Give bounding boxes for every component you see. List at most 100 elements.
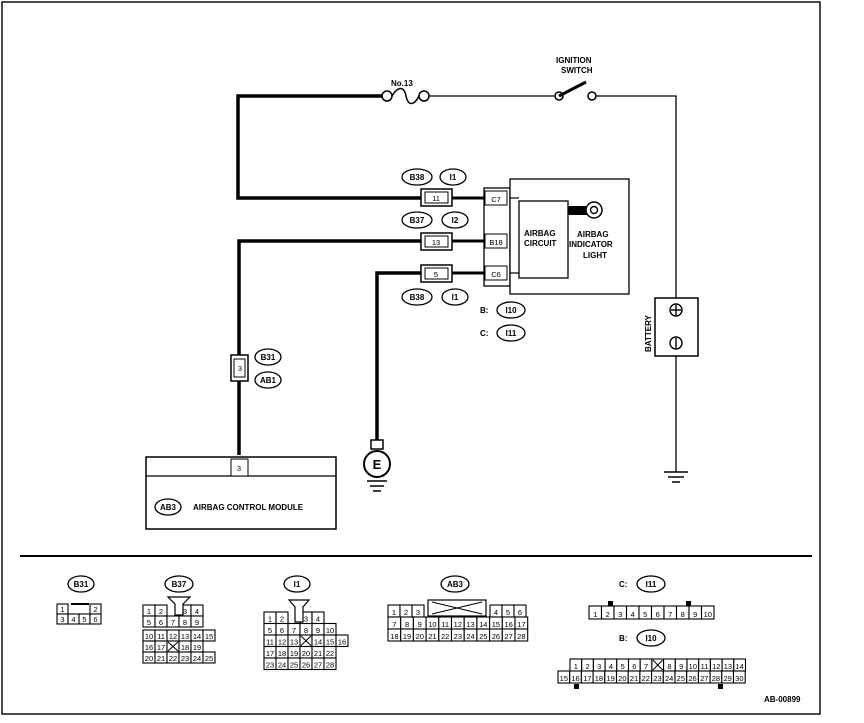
- tag-ab3: AB3: [160, 503, 177, 512]
- pin-number: 10: [326, 626, 334, 635]
- pin-number: 27: [504, 632, 512, 641]
- pin-number: 7: [292, 626, 296, 635]
- pin-number: 6: [280, 626, 284, 635]
- svg-text:I11: I11: [646, 580, 657, 589]
- battery-ground-symbol: [664, 471, 688, 483]
- pin-number: 13: [466, 620, 474, 629]
- pin-number: 8: [304, 626, 308, 635]
- pin-number: 21: [630, 674, 638, 683]
- airbag-circuit-label-1: AIRBAG: [524, 229, 556, 238]
- pin-number: 4: [195, 607, 199, 616]
- combo-ref-b: B: I10: [480, 301, 526, 319]
- pin-number: 11: [701, 662, 709, 671]
- pin-number: 21: [157, 654, 165, 663]
- pin-number: 6: [632, 662, 636, 671]
- pin-number: 10: [704, 610, 712, 619]
- pin-number: 20: [618, 674, 626, 683]
- pin-number: 15: [560, 674, 568, 683]
- pin-number: 14: [735, 662, 743, 671]
- legend-tag-i10: I10: [636, 629, 666, 647]
- svg-text:AB3: AB3: [447, 580, 464, 589]
- pin-number: 19: [193, 643, 201, 652]
- svg-text:B31: B31: [74, 580, 89, 589]
- pin-number: 12: [454, 620, 462, 629]
- pin-number: 21: [314, 649, 322, 658]
- legend-tag-b37: B37: [164, 575, 194, 593]
- pin-number: 6: [518, 608, 522, 617]
- pin-number: 25: [205, 654, 213, 663]
- pin-number: 1: [268, 615, 272, 624]
- pin-number: 4: [316, 615, 320, 624]
- tag-b31: B31: [261, 353, 276, 362]
- pin-number: 24: [278, 661, 286, 670]
- pin-number: 23: [181, 654, 189, 663]
- pin-number: 14: [479, 620, 487, 629]
- diagram-id: AB-00899: [764, 695, 801, 704]
- svg-text:I11: I11: [506, 329, 517, 338]
- svg-text:3: 3: [238, 364, 242, 373]
- pin-number: 11: [157, 632, 165, 641]
- indicator-label-1: AIRBAG: [577, 230, 609, 239]
- pin-number: 14: [193, 632, 201, 641]
- pin-number: 25: [290, 661, 298, 670]
- pin-number: 12: [278, 638, 286, 647]
- pin-number: 8: [667, 662, 671, 671]
- fuse-label: No.13: [391, 79, 413, 88]
- pin-number: 28: [712, 674, 720, 683]
- pin-number: 9: [693, 610, 697, 619]
- pin-number: 1: [392, 608, 396, 617]
- harness-tags-mid: B37 I2: [401, 211, 469, 229]
- pin-number: 23: [653, 674, 661, 683]
- indicator-label-2: INDICATOR: [569, 240, 613, 249]
- ignition-switch: IGNITION SWITCH: [554, 56, 597, 101]
- harness-pin-5: 5: [420, 264, 453, 283]
- pin-number: 2: [280, 615, 284, 624]
- pin-number: 6: [93, 615, 97, 624]
- pin-number: 25: [479, 632, 487, 641]
- pin-number: 5: [621, 662, 625, 671]
- pin-number: 2: [585, 662, 589, 671]
- legend-tag-i1: I1: [283, 575, 311, 593]
- pin-number: 22: [642, 674, 650, 683]
- pin-number: 14: [314, 638, 322, 647]
- legend-key-c: C:: [619, 580, 627, 589]
- pin-number: 23: [266, 661, 274, 670]
- pin-number: 25: [677, 674, 685, 683]
- pin-number: 22: [326, 649, 334, 658]
- pin-number: 3: [183, 607, 187, 616]
- pin-number: 11: [266, 638, 274, 647]
- pin-number: 18: [390, 632, 398, 641]
- pin-number: 1: [574, 662, 578, 671]
- connector-b31-ab1: 3 B31 AB1: [230, 348, 282, 389]
- pin-number: 1: [147, 607, 151, 616]
- pin-number: 13: [181, 632, 189, 641]
- pin-number: 17: [157, 643, 165, 652]
- pin-number: 7: [668, 610, 672, 619]
- airbag-circuit-label-2: CIRCUIT: [524, 239, 557, 248]
- harness-pin-13: 13: [420, 232, 453, 251]
- airbag-circuit-box: [518, 200, 569, 279]
- ignition-label-2: SWITCH: [561, 66, 593, 75]
- pin-number: 24: [466, 632, 474, 641]
- tag-i2: I2: [452, 216, 459, 225]
- svg-text:3: 3: [237, 464, 241, 473]
- pin-number: 26: [688, 674, 696, 683]
- pin-number: 7: [644, 662, 648, 671]
- ground-e: E: [363, 439, 391, 492]
- combo-ref-c: C: I11: [480, 324, 526, 342]
- legend-tag-ab3: AB3: [440, 575, 470, 593]
- pin-number: 19: [606, 674, 614, 683]
- pin-number: 2: [606, 610, 610, 619]
- pin-number: 2: [93, 605, 97, 614]
- pin-number: 20: [145, 654, 153, 663]
- battery: BATTERY: [644, 297, 699, 357]
- pin-number: 18: [595, 674, 603, 683]
- pin-number: 20: [416, 632, 424, 641]
- svg-text:I1: I1: [294, 580, 301, 589]
- fuse-no13: No.13: [381, 79, 430, 105]
